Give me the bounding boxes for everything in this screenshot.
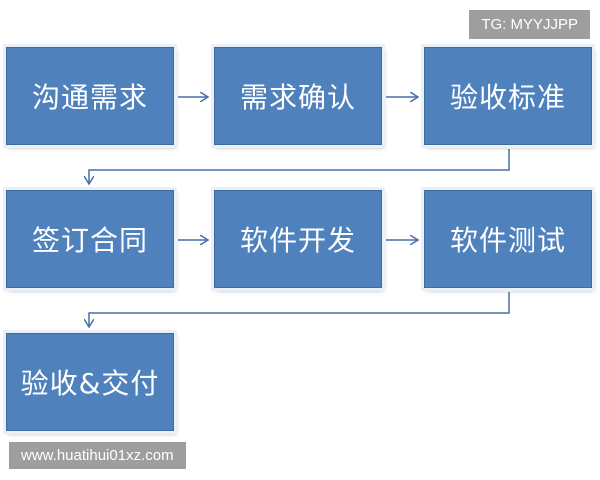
step-label: 需求确认 [239, 81, 356, 114]
watermark-tg: TG: MYYJJPP [469, 10, 590, 39]
step-label: 验收&交付 [20, 367, 160, 400]
arrow-6-to-7 [89, 292, 510, 327]
step-acceptance-delivery: 验收&交付 [6, 333, 174, 431]
step-label: 验收标准 [449, 81, 566, 114]
step-software-development: 软件开发 [214, 190, 382, 288]
watermark-url: www.huatihui01xz.com [9, 442, 186, 469]
step-acceptance-criteria: 验收标准 [424, 47, 592, 145]
step-label: 签订合同 [31, 224, 148, 257]
step-label: 沟通需求 [31, 81, 148, 114]
step-sign-contract: 签订合同 [6, 190, 174, 288]
step-label: 软件开发 [239, 224, 356, 257]
step-communicate-requirements: 沟通需求 [6, 47, 174, 145]
step-confirm-requirements: 需求确认 [214, 47, 382, 145]
step-label: 软件测试 [449, 224, 566, 257]
arrow-3-to-4 [89, 149, 510, 184]
step-software-testing: 软件测试 [424, 190, 592, 288]
